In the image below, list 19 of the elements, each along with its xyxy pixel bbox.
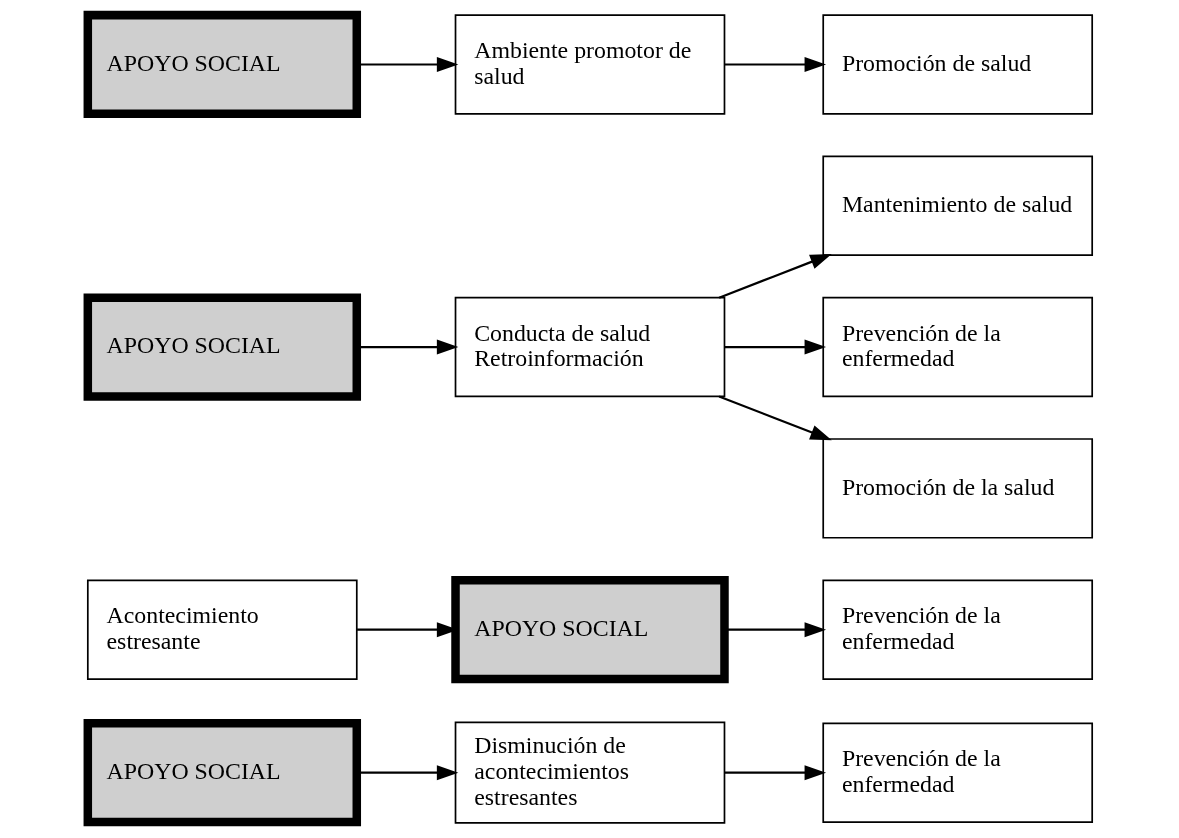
node-box: APOYO SOCIAL xyxy=(450,576,729,684)
node-box: Prevención de la enfermedad xyxy=(821,296,1093,398)
node-box: Promoción de la salud xyxy=(821,438,1093,539)
arrow xyxy=(724,56,826,72)
node-box: Conducta de salud Retroinformación xyxy=(454,296,725,398)
node-box: Prevención de la enfermedad xyxy=(821,579,1093,680)
node-box: APOYO SOCIAL xyxy=(83,719,361,827)
node-box: APOYO SOCIAL xyxy=(83,10,361,119)
arrow xyxy=(724,765,826,781)
node-box: Acontecimiento estresante xyxy=(86,579,358,680)
node-box: Ambiente promotor de salud xyxy=(454,14,725,115)
arrow xyxy=(718,395,832,441)
arrow xyxy=(724,339,826,355)
node-box: APOYO SOCIAL xyxy=(83,293,361,401)
node-box: Mantenimiento de salud xyxy=(821,155,1093,256)
node-box: Promoción de salud xyxy=(821,14,1093,115)
node-box: Disminución de acontecimientos estresantes xyxy=(454,721,725,824)
node-box: Prevención de la enfermedad xyxy=(821,722,1093,823)
arrow xyxy=(718,253,832,299)
